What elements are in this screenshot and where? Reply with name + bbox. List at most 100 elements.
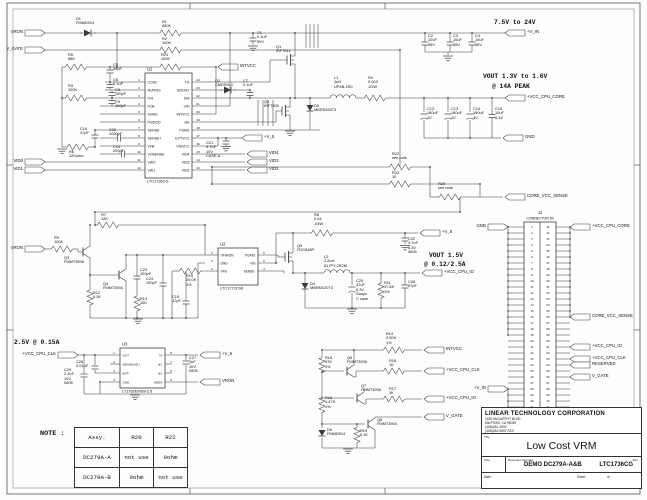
pin-number: 4 (263, 267, 265, 271)
connector-pin-number: 45 (546, 249, 550, 253)
connector-pin-number: 51 (546, 285, 550, 289)
connector-pin-number: 43 (546, 237, 550, 241)
connector-pin-number: 19 (530, 333, 534, 337)
pin-name: BYP (123, 371, 129, 375)
pin-name: VIN (250, 261, 256, 265)
connector-pin-number: 25 (530, 369, 534, 373)
pin-number: 2 (113, 360, 115, 364)
connector-pin-number: 2 (531, 231, 533, 235)
connector-pin-number: 72 (546, 411, 550, 415)
pin-number: 3 (138, 94, 140, 98)
pin-number: 5 (170, 378, 172, 382)
connector-pin-number: 53 (546, 297, 550, 301)
pin-name: VID1 (148, 168, 156, 172)
connector-pin-number: 13 (530, 297, 534, 301)
pin-number: 10 (137, 150, 141, 154)
pin-number: 18 (196, 126, 200, 130)
pin-name: OUT (123, 353, 130, 357)
connector-pin-number: 59 (546, 333, 550, 337)
pin-name: ITH (148, 96, 154, 100)
pin-number: 19 (196, 118, 200, 122)
schematic-wires (45, 32, 505, 449)
connector-pin-number: 34 (530, 423, 534, 427)
connector-pin-number: 18 (530, 327, 534, 331)
connector-pin-number: 73 (546, 417, 550, 421)
connector-pin-number: 5 (531, 249, 533, 253)
connector-pin-number: 55 (546, 309, 550, 313)
pin-number: 12 (137, 166, 141, 170)
connector-pin-number: 77 (546, 441, 550, 445)
pin-name: SW (184, 96, 190, 100)
pin-name: VFB (148, 144, 155, 148)
connector-pin-number: 41 (546, 225, 550, 229)
pin-number: 5 (263, 259, 265, 263)
ic-part-U3: LT1762EMS8-2.5 (122, 389, 152, 394)
connector-pin-number: 31 (530, 405, 534, 409)
pin-number: 24 (196, 78, 200, 82)
ic-part-U1: LTC1736CG (147, 179, 169, 184)
pin-name: RUN/SS (148, 88, 162, 92)
pin-name: FCB (148, 104, 156, 108)
pin-number: 3 (211, 267, 213, 271)
connector-pin-number: 6 (531, 255, 533, 259)
connector-pin-number: 56 (546, 315, 550, 319)
connector-pin-number: 30 (530, 399, 534, 403)
pin-name: INTVCC (176, 112, 190, 116)
connector-pin-number: 35 (530, 429, 534, 433)
pin-name: BG (184, 120, 189, 124)
connector-pin-number: 46 (546, 255, 550, 259)
pin-name: VIN (184, 104, 190, 108)
pin-number: 14 (196, 158, 200, 162)
pin-name: VID3 (182, 160, 190, 164)
pin-number: 8 (170, 351, 172, 355)
pin-number: 7 (170, 360, 172, 364)
connector-pin-number: 70 (546, 399, 550, 403)
pin-number: 21 (196, 102, 200, 106)
connector-pin-number: 47 (546, 261, 550, 265)
connector-pin-number: 4 (531, 243, 533, 247)
pin-name: NC (158, 371, 163, 375)
pin-number: 2 (211, 259, 213, 263)
connector-pin-number: 50 (546, 279, 550, 283)
connector-pin-number: 74 (546, 423, 550, 427)
pin-number: 11 (137, 158, 140, 162)
pin-number: 1 (113, 351, 115, 355)
connector-pin-number: 1 (531, 225, 533, 229)
connector-pin-number: 68 (546, 387, 550, 391)
connector-pin-number: 49 (546, 273, 550, 277)
pin-number: 22 (196, 94, 200, 98)
pin-name: VIDVCC (176, 144, 190, 148)
connector-pin-number: 7 (531, 261, 533, 265)
pin-number: 7 (138, 126, 140, 130)
connector-pin-number: 79 (546, 453, 550, 457)
pin-name: ITH/RUN (221, 253, 235, 257)
connector-pin-number: 63 (546, 357, 550, 361)
connector-pin-number: 75 (546, 429, 550, 433)
connector-pin-number: 58 (546, 327, 550, 331)
connector-pin-number: 66 (546, 375, 550, 379)
pin-number: 8 (138, 134, 140, 138)
pin-number: 2 (138, 86, 140, 90)
connector-pin-number: 71 (546, 405, 550, 409)
connector-pin-number: 69 (546, 393, 550, 397)
pin-name: SENSE+ (148, 136, 162, 140)
connector-pin-number: 22 (530, 351, 534, 355)
pin-name: PGND (179, 128, 190, 132)
pin-name: VOSENSE (148, 152, 166, 156)
connector-pin-number: 3 (531, 237, 533, 241)
connector-ref: J1 (538, 210, 543, 215)
ic-ref-U2: U2 (220, 242, 226, 247)
pin-number: 13 (196, 166, 200, 170)
connector-pin-number: 39 (530, 453, 534, 457)
pin-number: 23 (196, 86, 200, 90)
connector-pin-number: 33 (530, 417, 534, 421)
pin-number: 15 (196, 150, 200, 154)
connector-pin-number: 10 (530, 279, 534, 283)
connector-pin-number: 60 (546, 339, 550, 343)
pin-name: EXTVCC (175, 136, 190, 140)
connector-pin-number: 11 (530, 285, 533, 289)
pin-name: PGOOD (148, 120, 162, 124)
pin-name: SENSE- (244, 269, 256, 273)
connector-pin-number: 29 (530, 393, 534, 397)
